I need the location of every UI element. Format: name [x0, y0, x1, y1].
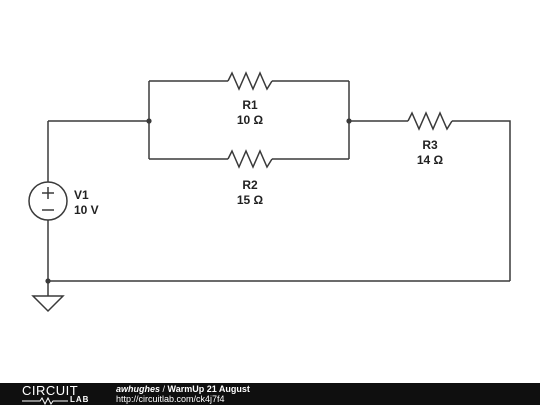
v1-value-label: 10 V	[74, 203, 99, 217]
resistor-r2-symbol[interactable]	[227, 149, 273, 169]
junction-node-right	[346, 118, 352, 124]
footer-url-link[interactable]: http://circuitlab.com/ck4j7f4	[116, 394, 225, 404]
footer-user-link[interactable]: awhughes	[116, 384, 161, 394]
resistor-r1-symbol[interactable]	[227, 71, 273, 91]
circuitlab-logo-text: CIRCUIT	[22, 383, 79, 398]
r3-name-label: R3	[422, 138, 438, 152]
junction-node-left	[146, 118, 152, 124]
footer-bar: CIRCUIT LAB awhughes / WarmUp 21 August …	[0, 383, 540, 405]
r1-value-label: 10 Ω	[237, 113, 264, 127]
footer-circuit-title: WarmUp 21 August	[167, 384, 250, 394]
footer-title-line: awhughes / WarmUp 21 August	[116, 384, 250, 395]
circuit-schematic: R1 10 Ω R2 15 Ω R3 14 Ω V1 10 V	[28, 71, 511, 313]
footer-separator: /	[160, 384, 168, 394]
junction-node-ground	[45, 278, 51, 284]
voltage-source-v1-symbol[interactable]	[28, 181, 68, 221]
v1-name-label: V1	[74, 188, 89, 202]
plus-sign-icon	[42, 187, 54, 199]
r2-name-label: R2	[242, 178, 258, 192]
voltage-source-circle	[28, 181, 68, 221]
r1-name-label: R1	[242, 98, 258, 112]
wire-r3-right	[452, 120, 511, 281]
r2-value-label: 15 Ω	[237, 193, 264, 207]
ground-icon[interactable]	[31, 295, 65, 313]
circuitlab-logo-lab: LAB	[70, 395, 90, 404]
r3-value-label: 14 Ω	[417, 153, 444, 167]
resistor-logo-icon	[22, 397, 68, 405]
resistor-r3-symbol[interactable]	[407, 111, 453, 131]
